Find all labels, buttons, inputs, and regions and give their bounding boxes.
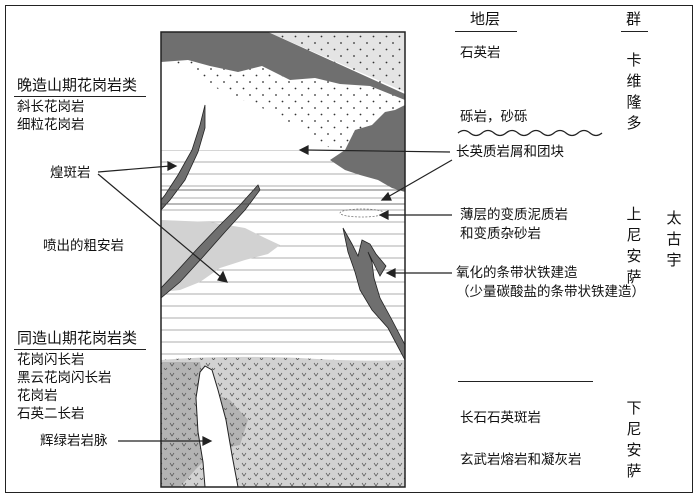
- bif-label-1: 氧化的条带状铁建造: [456, 265, 578, 281]
- group-upper-onsavi: 上 尼 安 萨: [624, 204, 644, 288]
- felsic-schist-wedge: [330, 105, 405, 192]
- erupted-andesite-lens: [161, 220, 280, 292]
- upper-quartzite-band-dots: [268, 32, 405, 92]
- group-kaweilongduo: 卡 维 隆 多: [624, 50, 644, 134]
- group-char: 上: [626, 205, 642, 223]
- conglomerate-label: 砾岩，砂砾: [460, 109, 528, 125]
- arrow-lamprophyre-upper: [97, 165, 171, 173]
- syn-orogenic-rule: [14, 349, 146, 350]
- group-char: 萨: [626, 268, 642, 286]
- syn-orogenic-item: 石英二长岩: [17, 406, 85, 422]
- felsic-schist-label: 长英质岩屑和团块: [456, 144, 564, 160]
- strata-header: 地层: [470, 10, 501, 28]
- metapelite-label-2: 和变质杂砂岩: [460, 226, 541, 242]
- group-char: 尼: [626, 420, 642, 438]
- column-border: [160, 31, 406, 488]
- lamprophyre-dike-lower: [161, 184, 261, 299]
- erupted-andesite-label: 喷出的粗安岩: [43, 238, 124, 254]
- arrow-felsic-schist-2: [385, 159, 453, 199]
- group-char: 安: [626, 247, 642, 265]
- group-archean: 太 古 宇: [664, 208, 684, 271]
- diabase-dike-label: 辉绿岩岩脉: [40, 433, 108, 449]
- group-char: 隆: [626, 93, 642, 111]
- group-char: 太: [666, 209, 682, 227]
- arrow-lamprophyre-lower: [97, 173, 223, 279]
- syn-orogenic-item: 花岗闪长岩: [17, 352, 85, 368]
- group-char: 下: [626, 399, 642, 417]
- group-lower-onsavi: 下 尼 安 萨: [624, 398, 644, 482]
- arrow-felsic-schist-1: [304, 149, 451, 153]
- group-char: 维: [626, 72, 642, 90]
- syn-orogenic-item: 黑云花岗闪长岩: [17, 370, 112, 386]
- late-orogenic-rule: [14, 96, 146, 97]
- group-char: 安: [626, 441, 642, 459]
- kaweilongduo-dark-upper: [161, 32, 405, 100]
- metapelite-label-1: 薄层的变质泥质岩: [460, 207, 568, 223]
- lamprophyre-label: 煌斑岩: [50, 165, 91, 181]
- unconformity-wave: [457, 129, 603, 137]
- feldspar-porphyry-label: 长石石英斑岩: [460, 410, 541, 426]
- group-char: 古: [666, 230, 682, 248]
- group-char: 卡: [626, 51, 642, 69]
- syn-orogenic-item: 花岗岩: [17, 388, 58, 404]
- group-char: 尼: [626, 226, 642, 244]
- lower-section-rule: [458, 381, 593, 382]
- strata-header-rule: [455, 31, 517, 32]
- group-char: 宇: [666, 251, 682, 269]
- basalt-tuff-label: 玄武岩熔岩和凝灰岩: [460, 452, 582, 468]
- group-header-rule: [621, 31, 648, 32]
- figure-frame: [5, 5, 693, 493]
- late-orogenic-item: 斜长花岗岩: [17, 99, 85, 115]
- late-orogenic-item: 细粒花岗岩: [17, 117, 85, 133]
- late-orogenic-title: 晚造山期花岗岩类: [17, 76, 138, 94]
- syn-orogenic-title: 同造山期花岗岩类: [17, 329, 138, 347]
- group-char: 萨: [626, 462, 642, 480]
- bif-label-2: （少量碳酸盐的条带状铁建造）: [456, 284, 645, 300]
- lamprophyre-dike-upper: [161, 104, 206, 211]
- quartzite-label: 石英岩: [460, 45, 501, 61]
- group-header: 群: [626, 10, 642, 28]
- diabase-dike: [195, 365, 239, 487]
- group-char: 多: [626, 114, 642, 132]
- banded-iron-formation: [342, 227, 405, 361]
